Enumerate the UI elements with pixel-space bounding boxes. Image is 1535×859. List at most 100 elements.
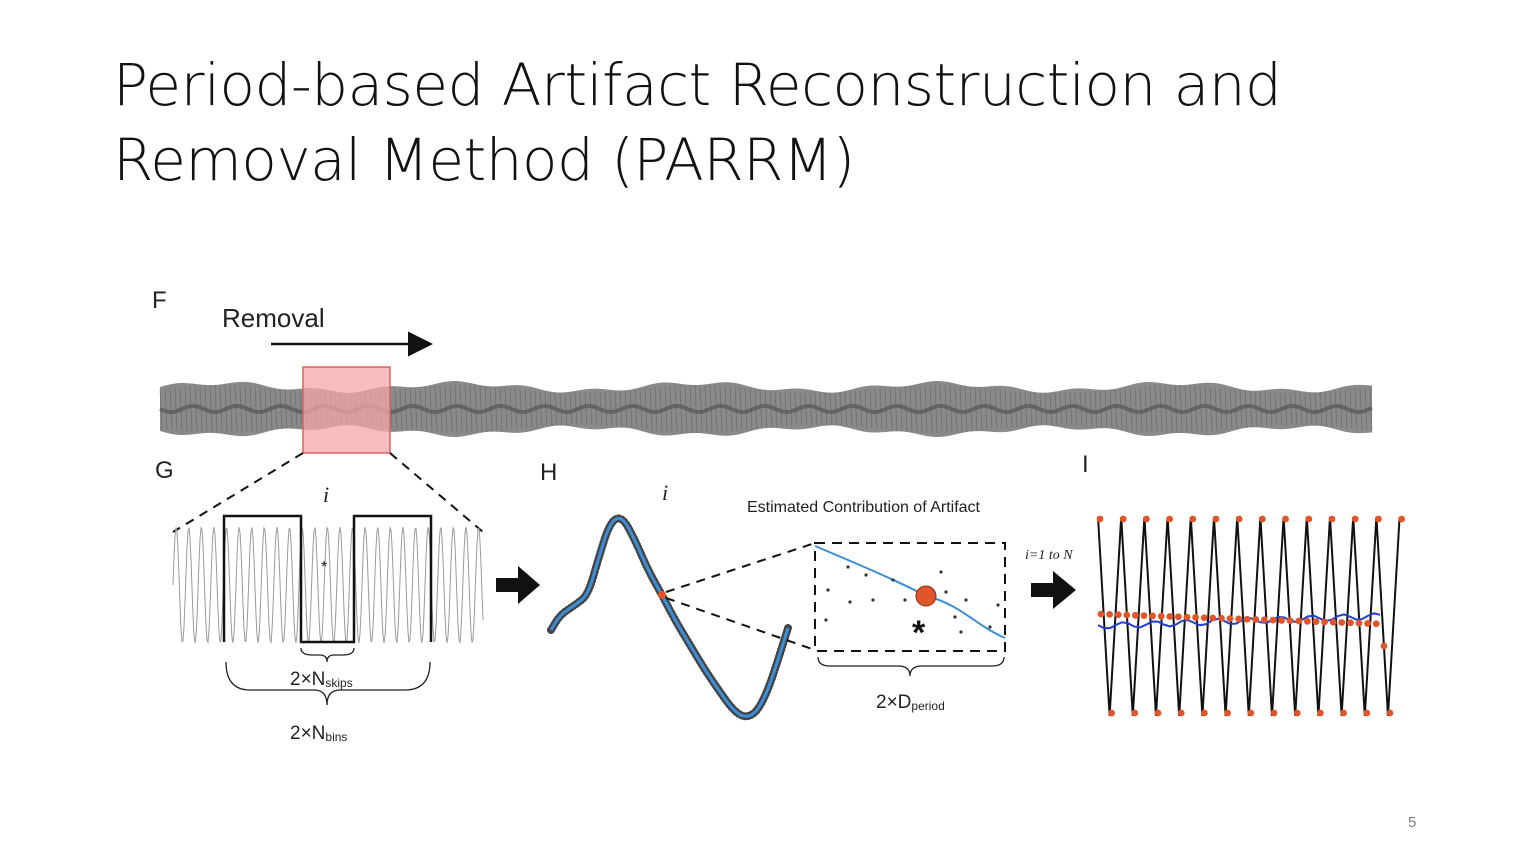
estimate-point-dot	[1226, 615, 1234, 623]
inset-star: *	[912, 614, 926, 652]
estimate-point-dot	[1269, 616, 1277, 624]
estimate-point-dot	[1338, 619, 1346, 626]
estimate-point-dot	[1340, 709, 1347, 717]
estimate-point-dot	[1212, 515, 1220, 523]
estimate-point-dot	[1192, 614, 1199, 621]
estimate-point-dot	[1235, 515, 1243, 523]
estimate-point-dot	[1123, 611, 1131, 619]
panel-i-label: I	[1082, 451, 1089, 478]
estimate-point-dot	[1329, 618, 1337, 626]
artifact-estimate-points	[1096, 515, 1405, 717]
selected-window-highlight	[302, 366, 391, 454]
estimate-point-dot	[1143, 515, 1150, 523]
estimate-point-dot	[1347, 619, 1354, 627]
estimate-point-dot	[1286, 617, 1294, 625]
estimate-point-dot	[1183, 613, 1191, 621]
estimate-point-dot	[1209, 614, 1217, 622]
estimate-point-dot	[1293, 709, 1301, 717]
estimate-point-dot	[1317, 709, 1324, 717]
panel-h-index-label: i	[662, 480, 668, 505]
panel-g-label: G	[155, 457, 174, 484]
removal-label: Removal	[222, 303, 325, 333]
estimate-marker-small	[658, 591, 666, 599]
inset-fit-line	[814, 545, 1006, 639]
skips-brace	[300, 647, 355, 663]
slide-number: 5	[1408, 814, 1417, 831]
arrow-h-to-i	[1031, 571, 1076, 609]
estimate-point-dot	[1355, 619, 1363, 627]
estimate-point-dot	[1243, 615, 1251, 623]
estimate-point-dot	[1282, 515, 1289, 523]
loop-label: i=1 to N	[1025, 548, 1073, 563]
slide-title: Period-based Artifact Reconstruction and…	[113, 48, 1413, 198]
estimate-point-dot	[1218, 614, 1225, 622]
inset-title: Estimated Contribution of Artifact	[747, 499, 981, 516]
estimate-point-dot	[1328, 515, 1336, 523]
estimate-point-dot	[1235, 615, 1242, 623]
zoom-line-left	[172, 452, 304, 533]
estimate-point-dot	[1305, 515, 1313, 523]
estimate-point-dot	[1278, 617, 1285, 624]
estimate-point-dot	[1380, 642, 1388, 650]
estimate-point-dot	[1106, 611, 1113, 618]
estimate-point-dot	[1096, 515, 1104, 523]
estimate-point-dot	[1201, 709, 1208, 717]
estimate-point	[915, 585, 937, 607]
skips-annotation: 2×Nskips	[290, 669, 353, 690]
estimate-point-dot	[1177, 709, 1185, 717]
estimate-point-dot	[1386, 709, 1394, 717]
estimate-point-dot	[1200, 614, 1208, 622]
estimate-point-dot	[1224, 709, 1231, 717]
panel-g-index-label: i	[323, 482, 329, 507]
estimate-point-dot	[1363, 709, 1371, 717]
inset-zoom-line-bottom	[665, 597, 816, 651]
inset-sample-dots	[824, 565, 1000, 634]
estimate-point-dot	[1398, 515, 1405, 523]
estimate-point-dot	[1372, 620, 1380, 628]
estimate-point-dot	[1351, 515, 1359, 523]
bins-annotation: 2×Nbins	[290, 723, 347, 744]
estimate-point-dot	[1304, 617, 1311, 625]
estimate-point-dot	[1375, 515, 1382, 523]
estimate-point-dot	[1166, 613, 1174, 620]
estimate-point-dot	[1097, 610, 1105, 618]
period-annotation: 2×Dperiod	[876, 692, 945, 713]
estimate-point-dot	[1166, 515, 1173, 523]
estimate-point-dot	[1259, 515, 1266, 523]
panel-h-label: H	[540, 459, 557, 486]
slide-title-line-1: Period-based Artifact Reconstruction and	[113, 51, 1282, 119]
estimate-point-dot	[1114, 611, 1122, 619]
estimate-point-dot	[1132, 611, 1139, 619]
estimate-point-dot	[1252, 616, 1260, 623]
estimate-point-dot	[1247, 709, 1255, 717]
estimate-point-dot	[1261, 616, 1268, 624]
bins-brace	[225, 661, 431, 706]
inset-box	[814, 542, 1006, 652]
estimate-point-dot	[1270, 709, 1278, 717]
estimate-point-dot	[1119, 515, 1127, 523]
estimate-point-dot	[1295, 617, 1303, 625]
panel-f-label: F	[152, 287, 167, 314]
estimate-point-dot	[1140, 612, 1148, 620]
raw-signal-trace	[159, 381, 1373, 437]
raw-artifact-signal	[1097, 516, 1401, 717]
estimate-point-dot	[1175, 613, 1182, 621]
period-waveform	[547, 514, 792, 721]
center-sample-star: *	[321, 559, 327, 576]
zoom-line-right	[389, 452, 484, 533]
estimate-point-dot	[1154, 709, 1162, 717]
estimate-point-dot	[1131, 709, 1139, 717]
inset-zoom-line-top	[665, 542, 816, 593]
estimate-point-dot	[1189, 515, 1197, 523]
arrow-g-to-h	[496, 566, 540, 604]
estimate-point-dot	[1157, 612, 1165, 620]
zoomed-oscillation	[172, 525, 484, 645]
estimate-point-dot	[1149, 612, 1156, 620]
slide-title-line-2: Removal Method (PARRM)	[113, 126, 855, 194]
estimate-point-dot	[1321, 618, 1328, 626]
bin-window-outline	[222, 514, 433, 644]
estimate-point-dot	[1364, 620, 1371, 627]
period-brace	[817, 656, 1005, 677]
estimate-point-dot	[1108, 709, 1115, 717]
